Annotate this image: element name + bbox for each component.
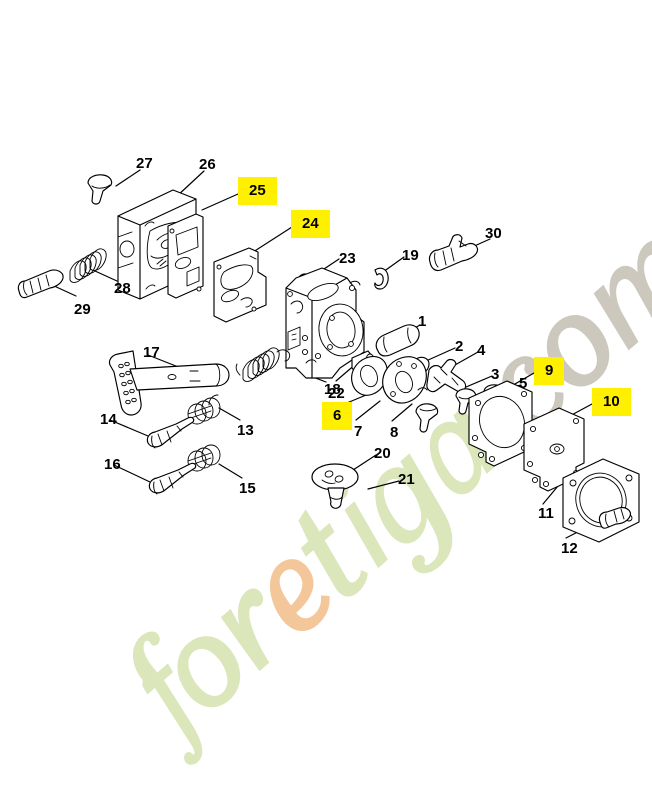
callout-label-8: 8 xyxy=(390,424,399,441)
callout-label-19: 19 xyxy=(402,247,419,264)
part-7-metering-lever-plate xyxy=(382,356,428,404)
callout-label-7: 7 xyxy=(354,423,363,440)
callout-label-22: 22 xyxy=(328,385,345,402)
callout-label-11: 11 xyxy=(538,505,554,522)
part-12-cover-screw xyxy=(598,506,631,529)
part-27-cover-screw-top xyxy=(87,174,113,205)
callout-label-4: 4 xyxy=(477,342,486,359)
callout-label-27: 27 xyxy=(136,155,153,172)
part-4-choke-lever-linkage xyxy=(426,358,467,393)
part-18-return-spring xyxy=(235,347,291,382)
part-20-inlet-control-disc xyxy=(311,463,359,491)
callout-label-10: 10 xyxy=(592,388,631,416)
callout-label-25: 25 xyxy=(238,177,277,205)
part-25-gasket-pump xyxy=(167,213,204,299)
callout-label-20: 20 xyxy=(374,445,391,462)
callout-label-13: 13 xyxy=(237,422,254,439)
callout-label-5: 5 xyxy=(519,375,528,392)
callout-label-16: 16 xyxy=(104,456,121,473)
part-14-needle-valve-high xyxy=(146,416,195,449)
part-28-spring-primer xyxy=(69,248,107,283)
part-29-adjust-screw xyxy=(17,269,64,299)
callout-label-9: 9 xyxy=(534,357,565,385)
callout-label-3: 3 xyxy=(491,366,500,383)
callout-label-12: 12 xyxy=(561,540,578,557)
callout-label-28: 28 xyxy=(114,280,131,297)
callout-label-14: 14 xyxy=(100,411,117,428)
callout-label-18: 18 xyxy=(324,381,341,398)
callout-label-21: 21 xyxy=(398,471,415,488)
part-24-diaphragm-pump xyxy=(213,247,267,323)
callout-label-1: 1 xyxy=(418,313,427,330)
callout-label-6: 6 xyxy=(322,402,353,430)
callout-label-2: 2 xyxy=(455,338,464,355)
callout-label-29: 29 xyxy=(74,301,91,318)
part-21-inlet-valve-pin xyxy=(327,487,345,509)
part-19-retaining-clip xyxy=(374,267,389,290)
part-9-gasket-pump-body xyxy=(468,380,533,467)
callout-label-17: 17 xyxy=(143,344,160,361)
callout-label-26: 26 xyxy=(199,156,216,173)
part-8-screw-pin xyxy=(415,403,439,433)
part-17-throttle-lever-arm xyxy=(108,350,230,416)
callout-label-23: 23 xyxy=(339,250,356,267)
part-15-spring-coil-lower xyxy=(187,444,221,472)
callout-label-30: 30 xyxy=(485,225,502,242)
part-16-needle-valve-low xyxy=(148,462,197,495)
callout-label-24: 24 xyxy=(291,210,330,238)
part-1-throttle-shutter xyxy=(375,324,420,357)
part-30-fuel-inlet-fitting xyxy=(428,234,479,272)
callout-label-15: 15 xyxy=(239,480,256,497)
